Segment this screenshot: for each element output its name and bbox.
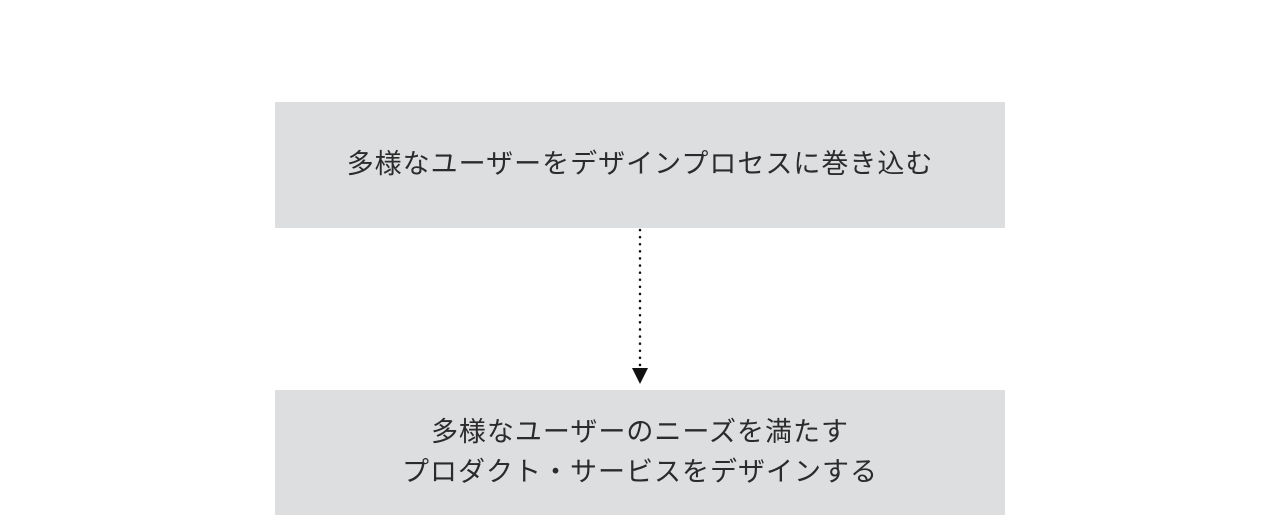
arrowhead-down-icon bbox=[632, 368, 648, 384]
bottom-box-label-line2: プロダクト・サービスをデザインする bbox=[402, 456, 878, 488]
dotted-arrow-connector bbox=[632, 228, 648, 384]
bottom-process-box: 多様なユーザーのニーズを満たす プロダクト・サービスをデザインする bbox=[275, 390, 1005, 515]
top-process-box: 多様なユーザーをデザインプロセスに巻き込む bbox=[275, 102, 1005, 228]
bottom-box-label-line1: 多様なユーザーのニーズを満たす bbox=[430, 416, 850, 448]
top-box-label: 多様なユーザーをデザインプロセスに巻き込む bbox=[346, 149, 934, 180]
